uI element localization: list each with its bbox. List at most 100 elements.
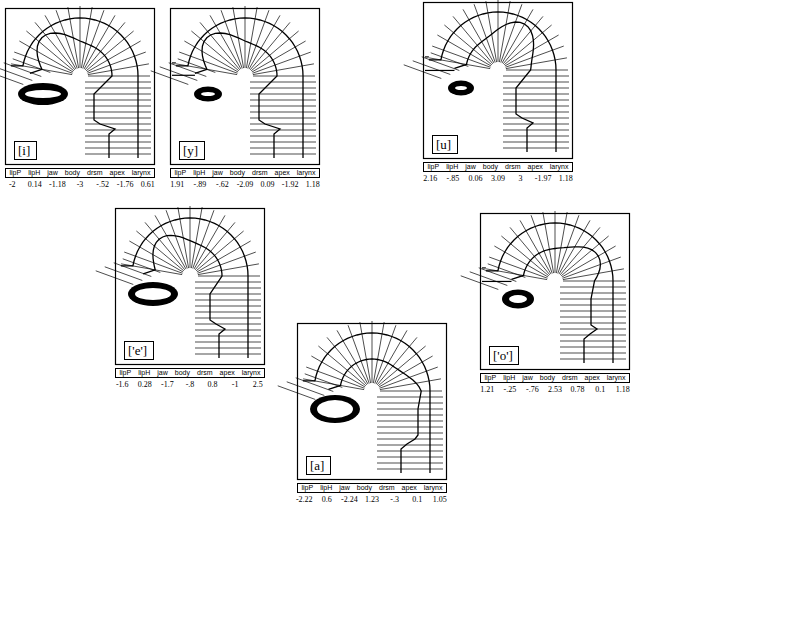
lips-opening [509,295,527,303]
grid-line [560,335,626,336]
grid-line [172,75,195,76]
parameter-name: body [175,369,190,377]
grid-line [560,305,626,306]
parameter-value: 1.23 [361,495,384,504]
grid-line [377,397,443,398]
grid-line [250,112,316,113]
parameter-value: 1.21 [476,385,499,394]
grid-line [506,70,568,71]
parameter-value: 0.14 [24,180,47,189]
parameter-value: 3 [509,174,532,183]
vowel-label-box: ['o'] [489,346,519,365]
grid-line [560,299,626,300]
vowel-label: ['o'] [493,348,513,363]
vocal-tract-panel [151,6,320,165]
grid-line [503,142,569,143]
vocal-tract-panel [404,0,573,159]
parameter-name: larynx [550,163,569,171]
parameter-value: 1.18 [301,180,324,189]
grid-line [250,88,316,89]
grid-line [249,15,280,69]
grid-line [560,353,626,354]
vowel-label: [a] [310,458,324,473]
grid-line [198,276,260,277]
parameter-value: -.76 [521,385,544,394]
grid-line [195,324,261,325]
outer-wall-contour [176,18,303,158]
grid-line [377,433,443,434]
parameter-value: 1.05 [428,495,451,504]
value-row: -20.14-1.18-3-.52-1.760.61 [1,180,159,189]
parameter-header: lipPlipHjawbodydrsmapexlarynx [170,168,320,178]
grid-line [194,215,225,269]
grid-line [377,469,443,470]
parameter-value: 0.1 [589,385,612,394]
parameter-name: jaw [47,169,58,177]
grid-line [250,100,316,101]
parameter-name: larynx [242,369,261,377]
parameter-name: lipH [28,169,40,177]
grid-line [377,427,443,428]
grid-line [172,62,176,63]
grid-line [498,0,499,62]
grid-line [377,457,443,458]
outer-wall-contour [486,223,613,363]
grid-line [499,1,510,62]
parameter-name: lipP [120,369,132,377]
parameter-name: apex [528,163,543,171]
grid-line [0,71,23,85]
parameter-value: -1.6 [111,380,134,389]
grid-line [560,311,626,312]
grid-line [195,282,261,283]
grid-line [503,112,569,113]
grid-line [377,451,443,452]
grid-line [377,439,443,440]
grid-line [81,7,92,68]
lips-opening [135,288,171,300]
grid-line [190,206,191,268]
parameter-name: lipP [428,163,440,171]
grid-line [502,9,533,63]
parameter-value: 2.16 [419,174,442,183]
parameter-name: apex [585,374,600,382]
parameter-name: lipP [485,374,497,382]
grid-line [195,348,261,349]
parameter-name: body [540,374,555,382]
parameter-value: -.62 [211,180,234,189]
parameter-value: 2.53 [544,385,567,394]
grid-line [85,82,151,83]
lips-opening [25,90,61,98]
parameter-header: lipPlipHjawbodydrsmapexlarynx [5,168,155,178]
grid-line [560,323,626,324]
grid-line [88,76,150,77]
grid-line [377,421,443,422]
parameter-name: lipH [320,484,332,492]
grid-line [184,41,238,72]
grid-line [250,142,316,143]
grid-line [250,154,316,155]
vocal-tract-panel [96,206,265,365]
grid-line [563,269,624,280]
grid-line [195,300,261,301]
grid-line [560,293,626,294]
grid-line [85,142,151,143]
grid-line [85,118,151,119]
lips-opening [201,92,215,96]
grid-line [413,61,451,75]
grid-line [482,267,486,268]
parameter-name: larynx [607,374,626,382]
parameter-value: 1.18 [611,385,634,394]
parameter-value: 0.6 [316,495,339,504]
grid-line [195,330,261,331]
grid-line [494,246,548,277]
outer-wall-contour [429,12,556,152]
vowel-label-box: [i] [14,141,37,160]
vocal-tract-panel [0,6,154,165]
grid-line [85,130,151,131]
grid-line [195,306,261,307]
value-row: -2.220.6-2.241.23-.30.11.05 [293,495,451,504]
parameter-name: drsm [252,169,268,177]
grid-line [85,106,151,107]
outer-wall-contour [121,218,248,358]
parameter-name: drsm [379,484,395,492]
